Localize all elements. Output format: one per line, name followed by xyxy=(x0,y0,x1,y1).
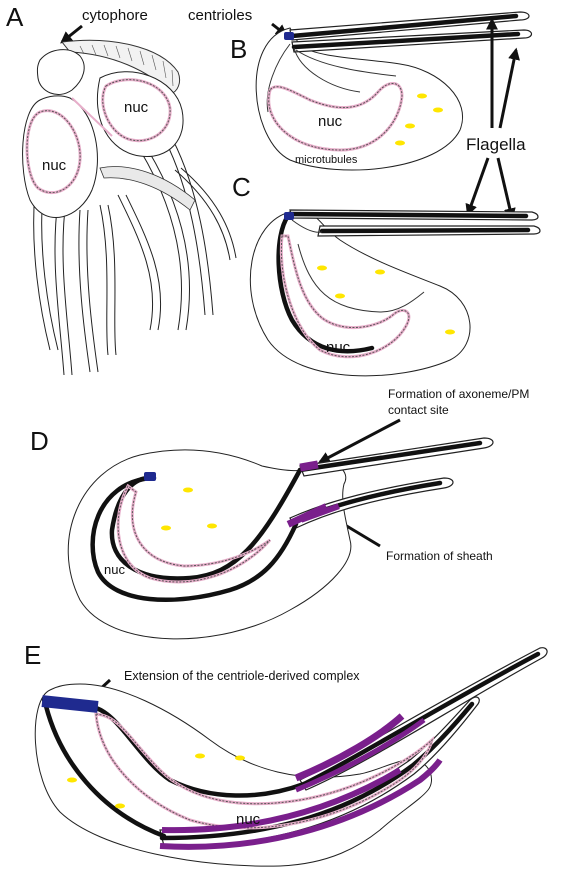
axoneme-contact-label-line1: Formation of axoneme/PM xyxy=(388,387,529,401)
panel-c-axoneme-upper xyxy=(290,214,526,216)
panel-d-nuc-label: nuc xyxy=(104,562,125,577)
panel-c-axoneme-lower xyxy=(322,230,528,231)
centrioles-label: centrioles xyxy=(188,7,252,24)
panel-a-nuc-right-label: nuc xyxy=(124,99,149,116)
cytophore-arrow xyxy=(62,26,82,42)
panel-d-centriole xyxy=(144,472,156,481)
panel-d-axoneme-upper xyxy=(300,443,480,470)
flagella-arrow-c-lower xyxy=(498,158,512,218)
panel-c-nuc-label: nuc xyxy=(326,339,351,356)
flagella-arrow-b-lower xyxy=(500,50,516,128)
flagella-arrow-c-upper xyxy=(468,158,488,214)
panel-a-cell-top xyxy=(37,50,84,95)
panel-e-letter: E xyxy=(24,640,41,670)
panel-b-centriole xyxy=(284,32,294,40)
panel-a-bundle xyxy=(100,167,195,210)
panel-b-letter: B xyxy=(230,34,247,64)
panel-d: D Formation of axoneme/PM contact site F… xyxy=(30,387,529,639)
flagella-callout: Flagella xyxy=(466,20,526,218)
sheath-label: Formation of sheath xyxy=(386,549,493,563)
panel-c-centriole xyxy=(284,212,294,220)
panel-d-letter: D xyxy=(30,426,49,456)
extension-label: Extension of the centriole-derived compl… xyxy=(124,669,360,683)
axoneme-contact-label-line2: contact site xyxy=(388,403,449,417)
panel-a: A cytophore xyxy=(6,2,236,375)
panel-e: E Extension of the centriole-derived com… xyxy=(24,640,547,866)
panel-d-cell xyxy=(68,450,351,639)
panel-e-nuc-label: nuc xyxy=(236,811,261,828)
panel-a-letter: A xyxy=(6,2,24,32)
cytophore-label: cytophore xyxy=(82,7,148,24)
panel-c: C nuc xyxy=(232,172,540,376)
panel-c-letter: C xyxy=(232,172,251,202)
panel-a-nuc-left-label: nuc xyxy=(42,157,67,174)
panel-b-nuc-label: nuc xyxy=(318,113,343,130)
flagella-label: Flagella xyxy=(466,135,526,154)
microtubules-label: microtubules xyxy=(295,154,358,166)
